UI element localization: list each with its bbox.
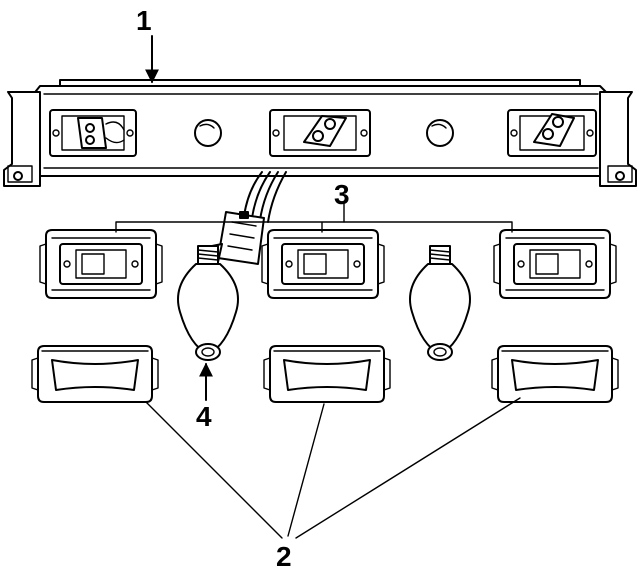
lamp-housing-right [493, 229, 617, 299]
lens-center [263, 345, 391, 403]
lamp-housing-left [39, 229, 163, 299]
wiring-harness [209, 171, 287, 265]
leader-bracket-3 [115, 221, 513, 233]
callout-1: 1 [136, 5, 152, 36]
callout-2: 2 [276, 541, 292, 572]
bulb-right [409, 245, 471, 361]
callout-4: 4 [196, 401, 212, 432]
bulb-left [177, 245, 239, 361]
callout-3: 3 [334, 179, 350, 210]
leader-lines-2 [145, 397, 521, 539]
lamp-housing-center [261, 229, 385, 299]
lens-right [491, 345, 619, 403]
lens-left [31, 345, 159, 403]
license-lamp-bar [3, 79, 637, 187]
